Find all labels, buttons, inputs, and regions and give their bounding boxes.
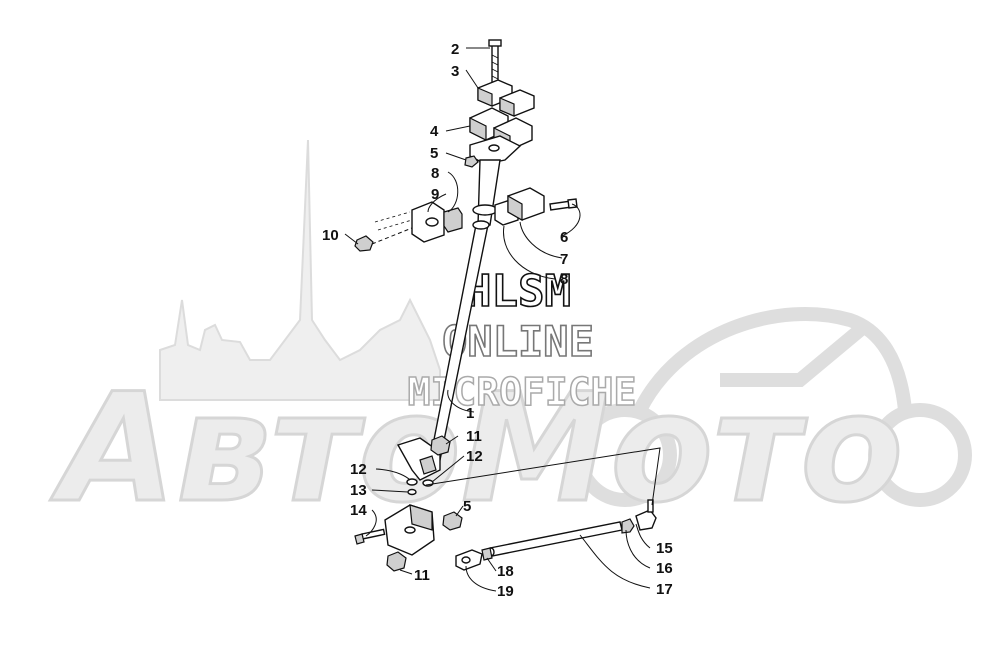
callout-leaders (344, 47, 651, 592)
watermark-brand: АвтоМото (50, 362, 903, 536)
parts-layer (354, 39, 661, 572)
callout-19: 19 (497, 583, 514, 600)
callout-10: 10 (322, 227, 339, 244)
part-bolt-top (488, 39, 502, 84)
skyline-logo (159, 139, 441, 401)
part-washer-12-left (406, 478, 418, 486)
watermark-layer: АвтоМото HLSM ONLINE MICROFICHE (49, 139, 972, 538)
callout-8-right: 8 (560, 271, 568, 288)
part-washer-13 (407, 488, 417, 496)
part-tie-rod-end-right (621, 499, 657, 534)
callout-5-lower: 5 (463, 498, 471, 515)
callout-11-lower: 11 (414, 567, 430, 584)
callout-8-left: 8 (431, 165, 439, 182)
watermark-hlsm: HLSM (465, 266, 571, 317)
part-nut-11-lower (386, 551, 407, 572)
callout-13: 13 (350, 482, 367, 499)
callout-15: 15 (656, 540, 673, 557)
part-tie-rod-end-left (455, 547, 493, 571)
part-nut-11-upper (430, 435, 451, 456)
part-nut-5-lower (442, 511, 463, 531)
motorcycle-logo (573, 307, 972, 507)
part-lower-bracket (384, 504, 435, 556)
callout-labels: 2 3 4 5 8 9 10 6 7 8 1 11 12 12 13 14 5 … (322, 41, 673, 600)
callout-1: 1 (466, 405, 474, 422)
callout-2: 2 (451, 41, 459, 58)
part-post-top-hole (488, 144, 500, 152)
callout-3: 3 (451, 63, 459, 80)
callout-5-upper: 5 (430, 145, 438, 162)
callout-9: 9 (431, 186, 439, 203)
part-nut-left (354, 211, 413, 252)
part-upper-clamp (477, 79, 535, 117)
callout-4: 4 (430, 123, 439, 140)
part-bolt-14 (354, 528, 386, 545)
callout-6: 6 (560, 229, 568, 246)
callout-16: 16 (656, 560, 673, 577)
assembly-leader-line (425, 447, 661, 506)
callout-18: 18 (497, 563, 514, 580)
part-bushing-left (411, 201, 463, 243)
part-nut-upper (464, 155, 479, 168)
callout-7: 7 (560, 251, 568, 268)
callout-14: 14 (350, 502, 367, 519)
callout-12-right: 12 (466, 448, 483, 465)
callout-17: 17 (656, 581, 673, 598)
callout-12-left: 12 (350, 461, 367, 478)
part-steering-arm (396, 437, 441, 481)
callout-11-upper: 11 (466, 428, 482, 445)
part-clamp-right (507, 187, 578, 222)
